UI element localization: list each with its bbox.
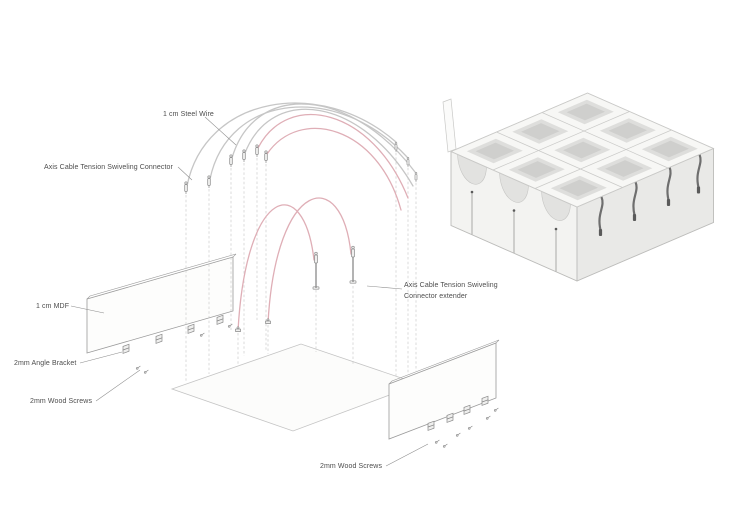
mdf-wall-left (86, 253, 237, 354)
assembled-module-render (442, 92, 715, 282)
label-angle-bracket: 2mm Angle Bracket (14, 360, 77, 367)
connector-extender-posts (235, 245, 357, 332)
mdf-wall-right (388, 339, 500, 440)
floor-panel (170, 343, 421, 432)
label-steel-wire: 1 cm Steel Wire (163, 111, 214, 118)
label-swiveling-connector: Axis Cable Tension Swiveling Connector (44, 164, 173, 171)
label-wood-screws-bottom: 2mm Wood Screws (320, 463, 383, 470)
label-wood-screws-left: 2mm Wood Screws (30, 398, 93, 405)
label-mdf: 1 cm MDF (36, 303, 70, 310)
label-connector-extender: Axis Cable Tension Swiveling Connector e… (404, 282, 498, 300)
steel-wire-arches (186, 102, 416, 332)
render-top-grid (449, 92, 715, 208)
render-box-edges (442, 98, 714, 282)
leader-lines (70, 116, 429, 467)
